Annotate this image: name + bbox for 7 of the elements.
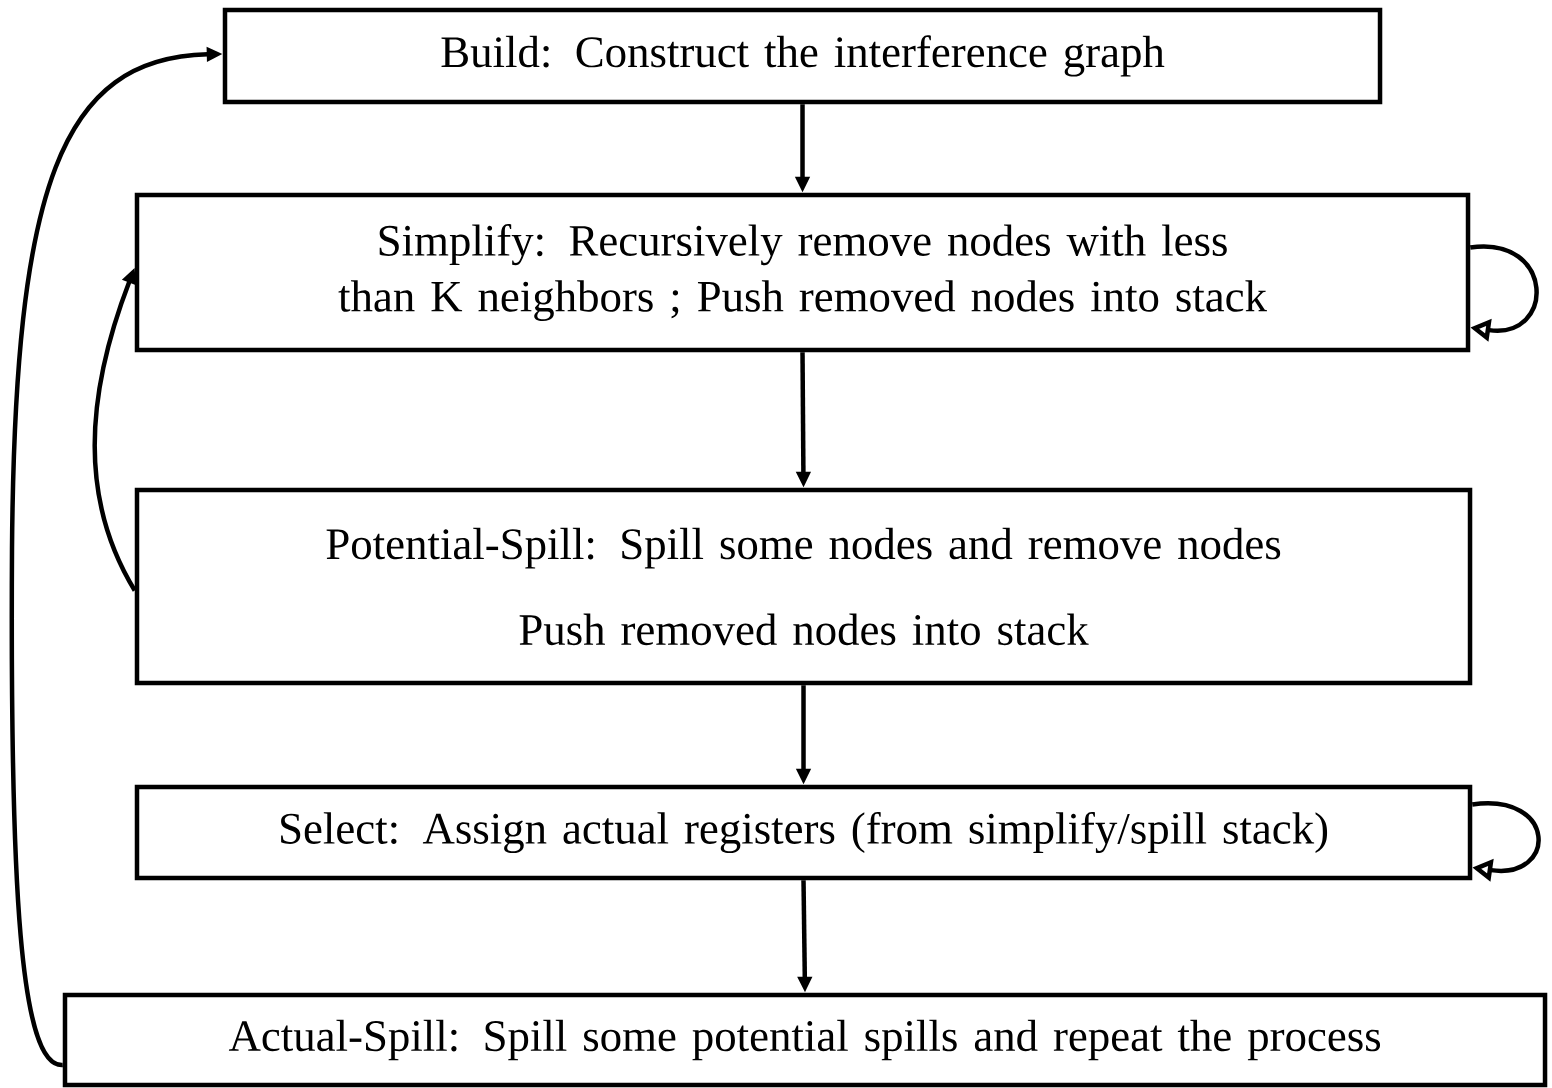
process-box: Simplify: Recursively remove nodes with less than K neighbors ; Push removed nodes into stack — [134, 192, 1471, 353]
arrow — [1472, 801, 1541, 882]
process-box: Potential-Spill: Spill some nodes and remove nodes Push removed nodes into stack — [134, 487, 1473, 686]
arrow — [1470, 244, 1539, 342]
process-box: Select: Assign actual registers (from simplify/spill stack) — [134, 784, 1473, 881]
process-box: Build: Construct the interference graph — [222, 7, 1383, 105]
process-box: Actual-Spill: Spill some potential spills and repeat the process — [62, 992, 1548, 1088]
